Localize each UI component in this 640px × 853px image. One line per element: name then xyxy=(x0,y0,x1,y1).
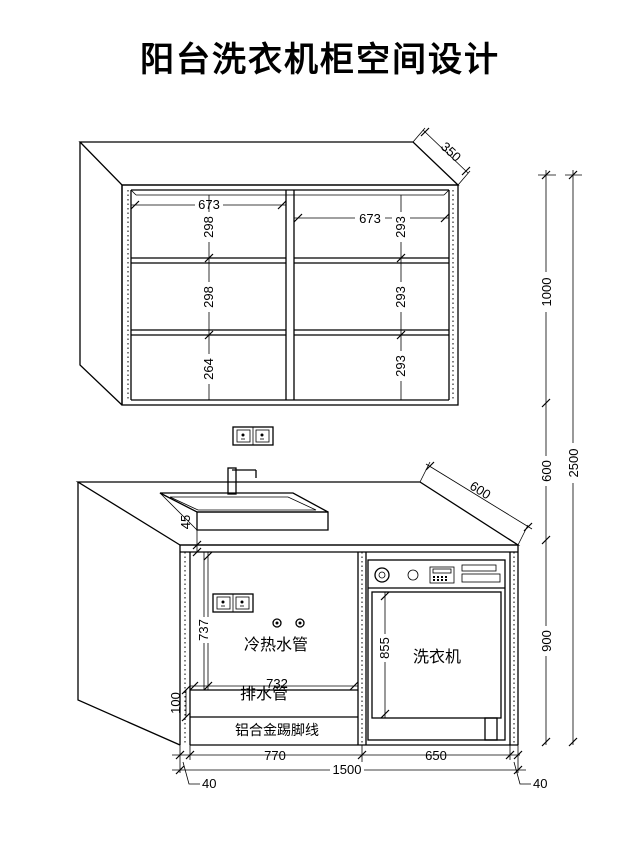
lower-depth-dim: 600 xyxy=(419,461,533,546)
dim-side-left: 40 xyxy=(202,776,216,791)
dim-shelf-l1: 298 xyxy=(201,216,216,238)
dim-counter-thickness: 45 xyxy=(178,515,193,529)
upper-outlet xyxy=(232,426,274,446)
dim-lower-height: 900 xyxy=(539,630,554,652)
washing-machine: 洗衣机 xyxy=(367,559,506,741)
bottom-width-dims: 770 650 1500 40 40 xyxy=(172,745,547,791)
vertical-height-dims: 1000 600 900 2500 xyxy=(538,170,582,747)
dim-upper-height: 1000 xyxy=(539,278,554,307)
lower-cabinet xyxy=(75,467,521,746)
washer-label: 洗衣机 xyxy=(413,647,461,666)
upper-depth-dim: 350 xyxy=(412,127,471,186)
dim-shelf-r1: 293 xyxy=(393,216,408,238)
dim-total-width: 1500 xyxy=(333,762,362,777)
dim-total-height: 2500 xyxy=(566,449,581,478)
dim-inner-width: 732 xyxy=(266,676,288,691)
dim-kick-height: 100 xyxy=(168,692,183,714)
dim-side-right: 40 xyxy=(533,776,547,791)
dim-upper-width-right: 673 xyxy=(359,211,381,226)
dim-gap-height: 600 xyxy=(539,460,554,482)
dim-right-width: 650 xyxy=(425,748,447,763)
dim-left-width: 770 xyxy=(264,748,286,763)
hot-cold-pipe-label: 冷热水管 xyxy=(244,635,308,654)
dim-shelf-r2: 293 xyxy=(393,286,408,308)
dim-shelf-l2: 298 xyxy=(201,286,216,308)
lower-inner-dims: 45 737 732 100 855 xyxy=(168,515,394,722)
lower-outlet xyxy=(212,593,254,613)
dim-shelf-r3: 293 xyxy=(393,355,408,377)
drain-pipe-label: 排水管 xyxy=(240,684,288,703)
dim-lower-depth: 600 xyxy=(467,478,493,502)
dim-inner-height: 737 xyxy=(196,619,211,641)
kick-board-label: 铝合金踢脚线 xyxy=(235,723,319,739)
dim-shelf-l3: 264 xyxy=(201,358,216,380)
dim-washer-height: 855 xyxy=(377,637,392,659)
water-pipes: 冷热水管 排水管 xyxy=(240,618,308,703)
page-title: 阳台洗衣机柜空间设计 xyxy=(140,40,500,80)
dim-upper-depth: 350 xyxy=(438,139,464,165)
upper-shelf-dims: 298 298 264 293 293 293 xyxy=(200,195,410,400)
